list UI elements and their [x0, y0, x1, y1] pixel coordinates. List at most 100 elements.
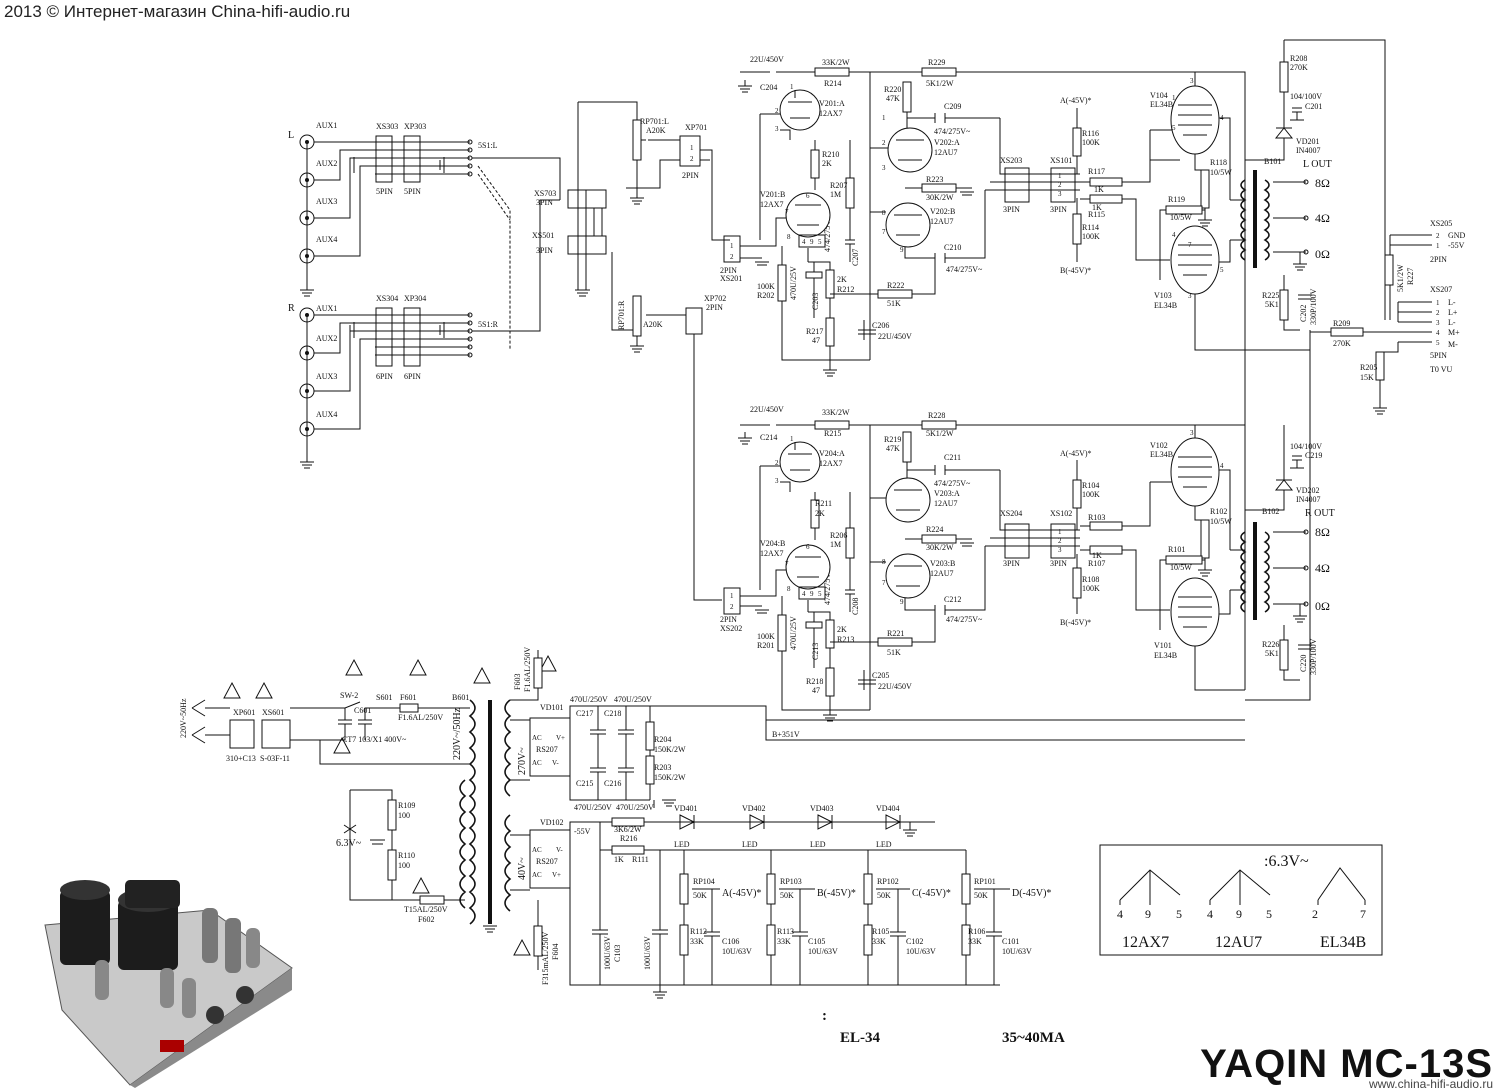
r219-label: R219 — [884, 435, 901, 444]
xs304-label: XS304 — [376, 294, 398, 303]
r205-label: R205 — [1360, 363, 1377, 372]
svg-text:9: 9 — [810, 590, 814, 598]
svg-text:4: 4 — [802, 590, 806, 598]
svg-text:3: 3 — [882, 164, 886, 172]
xs207-label: XS207 — [1430, 285, 1452, 294]
svg-text:AC: AC — [532, 759, 542, 767]
c220-value: 330P/100V — [1309, 638, 1318, 675]
volume-section: XS703 3PIN XS501 3PIN RP701:L A20K XP701… — [532, 101, 769, 633]
r111-value: 1K — [614, 855, 624, 864]
svg-text:10U/63V: 10U/63V — [722, 947, 752, 956]
meter-pin2-label: L+ — [1448, 308, 1458, 317]
v203b-label: V203:B — [930, 559, 955, 568]
c215-label: C215 — [576, 779, 593, 788]
xp304-label: XP304 — [404, 294, 426, 303]
r215-label: R215 — [824, 429, 841, 438]
capacitor-c203 — [805, 271, 823, 279]
vd202-type: IN4007 — [1296, 495, 1320, 504]
resistor-r116 — [1072, 127, 1082, 157]
c218-value: 470U/250V — [614, 695, 652, 704]
resistor-r109 — [387, 799, 397, 831]
svg-text:8: 8 — [787, 233, 791, 241]
xs703-pins: 3PIN — [536, 198, 553, 207]
potentiometer-rp701r — [632, 295, 642, 337]
tube-v202b — [885, 202, 931, 248]
resistor-r111 — [611, 845, 645, 855]
xp304-pins: 6PIN — [404, 372, 421, 381]
v201b-label: V201:B — [760, 190, 785, 199]
svg-text:2: 2 — [690, 155, 694, 163]
svg-text:1: 1 — [730, 242, 734, 250]
r107-value: 1K — [1092, 551, 1102, 560]
xs304-pins: 6PIN — [376, 372, 393, 381]
bridge-vd101-type: RS207 — [536, 745, 558, 754]
svg-text:3: 3 — [775, 125, 779, 133]
c206-label: C206 — [872, 321, 889, 330]
vd201-label: VD201 — [1296, 137, 1320, 146]
r218-value: 47 — [812, 686, 820, 695]
b-bias-lower: B(-45V)* — [1060, 618, 1091, 627]
svg-text:6: 6 — [806, 192, 810, 200]
svg-text:R105: R105 — [872, 927, 889, 936]
aux3-label-r: AUX3 — [316, 372, 337, 381]
c202-value: 330P/100V — [1309, 288, 1318, 325]
svg-text:5: 5 — [1176, 907, 1182, 921]
xs201-pins: 2PIN — [720, 266, 737, 275]
lower-0ohm-label: 0Ω — [1315, 599, 1330, 613]
svg-text:V+: V+ — [556, 734, 565, 742]
svg-text:2: 2 — [1058, 181, 1062, 189]
footnote-current: 35~40MA — [1002, 1030, 1065, 1046]
r116-value: 100K — [1082, 138, 1100, 147]
a-bias-lower: A(-45V)* — [1060, 449, 1092, 458]
b-plus-label: B+351V — [772, 730, 800, 739]
resistor-r220 — [902, 81, 912, 113]
r216-value: 3K6/2W — [614, 825, 642, 834]
c216-label: C216 — [604, 779, 621, 788]
svg-text:1: 1 — [1172, 94, 1176, 102]
connector-xs303 — [375, 135, 393, 183]
resistor-r224 — [921, 534, 957, 544]
aux1-label-r: AUX1 — [316, 304, 337, 313]
bias-pot-2: RP103 50K B(-45V)* R113 33K C105 10U/63V — [766, 850, 856, 985]
sw2-label: SW-2 — [340, 691, 358, 700]
svg-text:5: 5 — [1172, 124, 1176, 132]
r210-value: 2K — [822, 159, 832, 168]
r222-label: R222 — [887, 281, 904, 290]
resistor-r221 — [877, 637, 913, 647]
r206-value: 1M — [830, 540, 841, 549]
svg-text:3: 3 — [1436, 319, 1440, 327]
bias-pot-1: RP104 50K A(-45V)* R112 33K C106 10U/63V — [679, 850, 761, 985]
r223-label: R223 — [926, 175, 943, 184]
bias-pots: RP104 50K A(-45V)* R112 33K C106 10U/63V… — [679, 850, 1051, 985]
r205-value: 15K — [1360, 373, 1374, 382]
r-out-label: R OUT — [1305, 508, 1335, 519]
r202-value: 100K — [757, 282, 775, 291]
r102-label: R102 — [1210, 507, 1227, 516]
rp701r-value: A20K — [643, 320, 663, 329]
tube-v204b — [785, 544, 831, 590]
r228-value: 5K1/2W — [926, 429, 954, 438]
svg-text:9: 9 — [900, 598, 904, 606]
r104-label: R104 — [1082, 481, 1099, 490]
r208-label: R208 — [1290, 54, 1307, 63]
svg-text:33K: 33K — [968, 937, 982, 946]
c207-label: C207 — [851, 249, 860, 266]
r209-label: R209 — [1333, 319, 1350, 328]
r114-label: R114 — [1082, 223, 1099, 232]
v103-type: EL34B — [1154, 301, 1177, 310]
svg-text:RP102: RP102 — [877, 877, 899, 886]
r217-value: 47 — [812, 336, 820, 345]
vd401-label: VD401 — [674, 804, 698, 813]
connector-xs101 — [1050, 167, 1076, 203]
potentiometer-rp701l — [632, 119, 642, 161]
r203-value: 150K/2W — [654, 773, 686, 782]
upper-4ohm-label: 4Ω — [1315, 211, 1330, 225]
svg-text:3: 3 — [775, 477, 779, 485]
connector-xp304 — [403, 307, 421, 367]
svg-text:AC: AC — [532, 871, 542, 879]
connector-xs201 — [723, 235, 741, 263]
f601-label: F601 — [400, 693, 416, 702]
f603-label: F603 — [513, 674, 522, 690]
r224-label: R224 — [926, 525, 943, 534]
resistor-r227 — [1384, 254, 1394, 286]
